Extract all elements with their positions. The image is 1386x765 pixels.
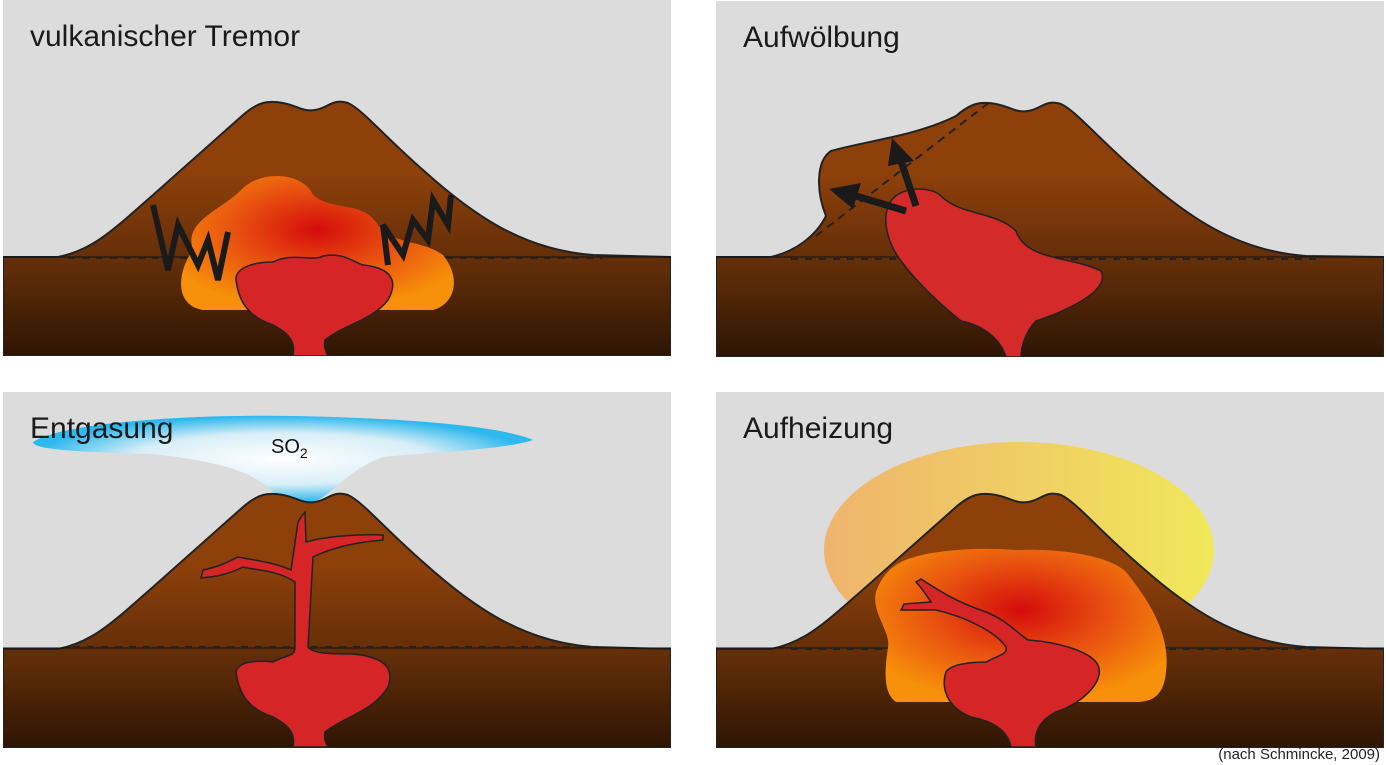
gas-plume [33, 415, 533, 502]
panel-title: vulkanischer Tremor [30, 20, 301, 53]
magma-chamber [885, 188, 1104, 357]
panel-degassing: Entgasung SO2 [3, 392, 671, 748]
arrow-icon [854, 192, 908, 215]
panel-title: Aufwölbung [743, 21, 900, 54]
tremor-icon [380, 191, 454, 266]
magma-chamber [235, 254, 394, 356]
panel-volcanic-tremor: vulkanischer Tremor [3, 0, 671, 356]
so2-label: SO2 [271, 436, 308, 461]
source-caption: (nach Schmincke, 2009) [1218, 746, 1380, 763]
panel-title: Aufheizung [743, 412, 894, 445]
magma-intrusion [899, 578, 1101, 748]
panel-title: Entgasung [30, 412, 174, 445]
volcano-heating-illustration [716, 442, 1384, 748]
magma-conduit [200, 510, 391, 748]
panel-heating: Aufheizung [716, 392, 1384, 748]
volcano-uplift-illustration [716, 100, 1384, 357]
arrow-icon [897, 159, 920, 208]
volcano-degassing-illustration [3, 415, 671, 748]
panel-uplift: Aufwölbung [716, 1, 1384, 357]
tremor-icon [150, 204, 231, 281]
volcano-tremor-illustration [3, 100, 671, 356]
